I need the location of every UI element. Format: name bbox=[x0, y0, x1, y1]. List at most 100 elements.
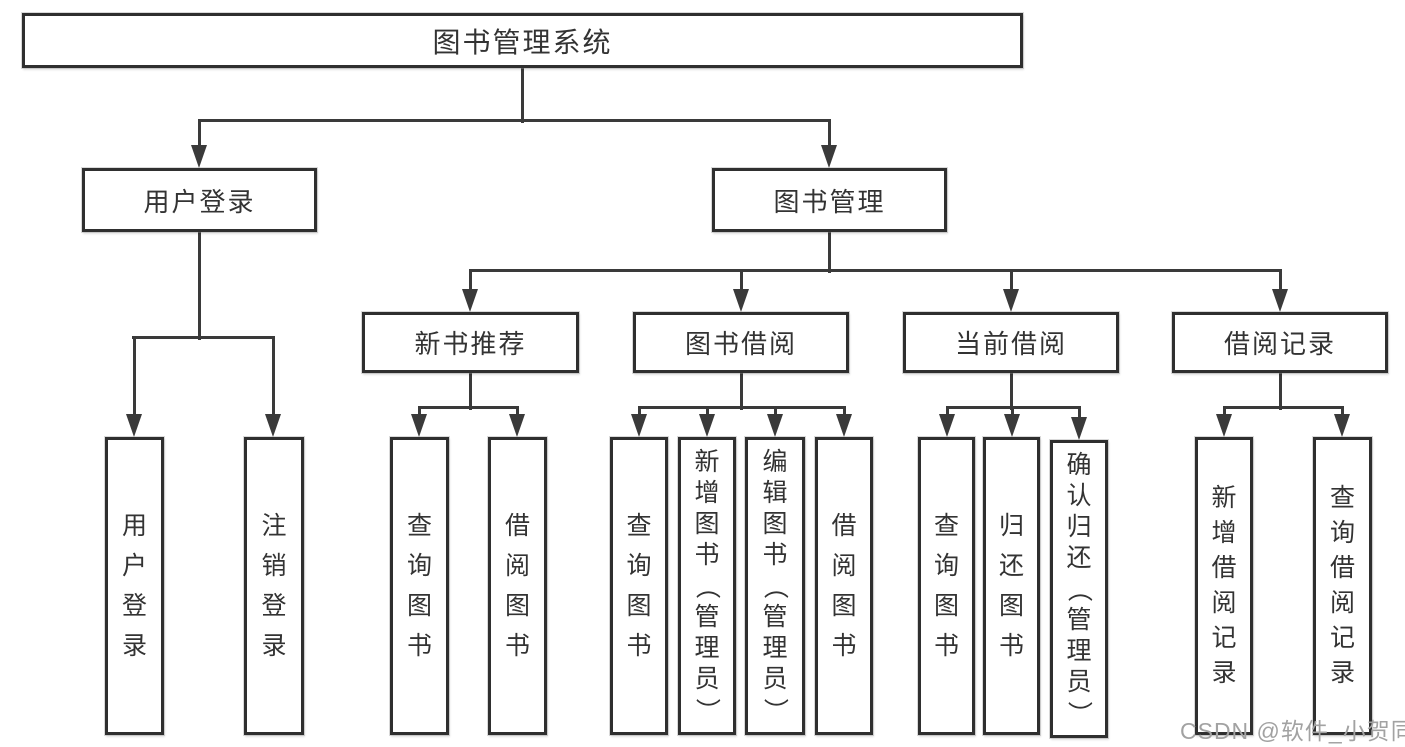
vertical-char: 询 bbox=[1329, 519, 1355, 547]
connector-hline bbox=[637, 405, 846, 409]
node-label: 当前借阅 bbox=[954, 329, 1067, 359]
leaf-query-book-current: 查询图书 bbox=[918, 437, 975, 735]
vertical-char: 查 bbox=[626, 512, 652, 540]
vertical-char: 记 bbox=[1211, 624, 1237, 652]
vertical-char: 借 bbox=[831, 512, 857, 540]
connector-arrow-stem bbox=[1010, 407, 1014, 417]
vertical-char: 查 bbox=[406, 512, 432, 540]
arrow-down-icon bbox=[411, 414, 427, 437]
vertical-char: 阅 bbox=[1329, 589, 1355, 617]
vertical-char: 还 bbox=[1066, 543, 1092, 572]
connector-arrow-stem bbox=[637, 407, 641, 417]
connector-arrow-stem bbox=[132, 337, 136, 417]
connector-arrow-stem bbox=[705, 407, 709, 417]
arrow-down-icon bbox=[126, 414, 142, 437]
arrow-down-icon bbox=[767, 414, 783, 437]
vertical-char: 归 bbox=[1066, 512, 1092, 541]
connector-hline bbox=[1222, 405, 1344, 409]
leaf-return-book: 归还图书 bbox=[983, 437, 1040, 735]
vertical-char: 户 bbox=[121, 552, 147, 580]
vertical-char: 销 bbox=[261, 552, 287, 580]
connector-arrow-stem bbox=[773, 407, 777, 417]
arrow-down-icon bbox=[191, 145, 207, 168]
arrow-down-icon bbox=[821, 145, 837, 168]
vertical-char: 图 bbox=[406, 592, 432, 620]
node-label: 查询图书 bbox=[934, 440, 959, 732]
vertical-char: 记 bbox=[1329, 624, 1355, 652]
leaf-borrow-book-recommend: 借阅图书 bbox=[488, 437, 547, 735]
connector-arrow-stem bbox=[945, 407, 949, 417]
connector-arrow-stem bbox=[739, 270, 743, 292]
vertical-char: 借 bbox=[1329, 554, 1355, 582]
arrow-down-icon bbox=[1272, 289, 1288, 312]
vertical-char: 员 bbox=[762, 664, 788, 693]
vertical-char: 录 bbox=[1211, 659, 1237, 687]
node-current-borrow: 当前借阅 bbox=[903, 312, 1119, 373]
vertical-char: （ bbox=[693, 573, 722, 599]
vertical-char: 借 bbox=[504, 512, 530, 540]
vertical-char: 归 bbox=[998, 512, 1024, 540]
vertical-char: 书 bbox=[831, 632, 857, 660]
node-label: 新增图书（管理员） bbox=[693, 440, 722, 732]
connector-arrow-stem bbox=[827, 120, 831, 148]
node-label: 查询图书 bbox=[407, 440, 432, 732]
vertical-char: ） bbox=[1065, 700, 1094, 726]
node-user-login: 用户登录 bbox=[82, 168, 317, 232]
vertical-char: 图 bbox=[998, 592, 1024, 620]
connector-vline bbox=[1278, 373, 1282, 410]
node-label: 图书管理系统 bbox=[432, 26, 613, 58]
connector-arrow-stem bbox=[417, 407, 421, 417]
vertical-char: 确 bbox=[1066, 450, 1092, 479]
connector-vline bbox=[827, 232, 831, 273]
arrow-down-icon bbox=[265, 414, 281, 437]
arrow-down-icon bbox=[939, 414, 955, 437]
vertical-char: 询 bbox=[933, 552, 959, 580]
connector-arrow-stem bbox=[1077, 407, 1081, 420]
node-label: 用户登录 bbox=[143, 186, 256, 217]
leaf-add-borrow-record: 新增借阅记录 bbox=[1195, 437, 1253, 735]
node-book-borrow: 图书借阅 bbox=[633, 312, 849, 373]
arrow-down-icon bbox=[836, 414, 852, 437]
arrow-down-icon bbox=[1071, 417, 1087, 440]
vertical-char: 录 bbox=[121, 632, 147, 660]
connector-vline bbox=[197, 232, 201, 340]
vertical-char: 图 bbox=[626, 592, 652, 620]
vertical-char: 书 bbox=[406, 632, 432, 660]
csdn-watermark: CSDN @软件_小贺同学 bbox=[1180, 718, 1405, 744]
leaf-edit-book-admin: 编辑图书（管理员） bbox=[745, 437, 805, 735]
connector-vline bbox=[468, 373, 472, 410]
vertical-char: 询 bbox=[626, 552, 652, 580]
vertical-char: 还 bbox=[998, 552, 1024, 580]
vertical-char: 图 bbox=[504, 592, 530, 620]
arrow-down-icon bbox=[1004, 414, 1020, 437]
connector-hline bbox=[468, 268, 1282, 272]
vertical-char: （ bbox=[1065, 576, 1094, 602]
vertical-char: 借 bbox=[1211, 554, 1237, 582]
vertical-char: 理 bbox=[1066, 636, 1092, 665]
node-label: 归还图书 bbox=[999, 440, 1024, 732]
arrow-down-icon bbox=[1003, 289, 1019, 312]
vertical-char: 阅 bbox=[504, 552, 530, 580]
vertical-char: 理 bbox=[694, 633, 720, 662]
vertical-char: 认 bbox=[1066, 481, 1092, 510]
node-label: 借阅图书 bbox=[831, 440, 856, 732]
vertical-char: 辑 bbox=[762, 478, 788, 507]
vertical-char: ） bbox=[693, 697, 722, 723]
arrow-down-icon bbox=[462, 289, 478, 312]
arrow-down-icon bbox=[1334, 414, 1350, 437]
leaf-add-book-admin: 新增图书（管理员） bbox=[678, 437, 736, 735]
vertical-char: 新 bbox=[694, 447, 720, 476]
node-label: 图书借阅 bbox=[684, 329, 797, 359]
arrow-down-icon bbox=[733, 289, 749, 312]
vertical-char: 图 bbox=[694, 509, 720, 538]
vertical-char: 理 bbox=[762, 633, 788, 662]
leaf-confirm-return-admin: 确认归还（管理员） bbox=[1050, 440, 1108, 738]
node-label: 用户登录 bbox=[122, 440, 147, 732]
connector-vline bbox=[739, 373, 743, 410]
connector-arrow-stem bbox=[197, 120, 201, 148]
connector-hline bbox=[417, 405, 519, 409]
arrow-down-icon bbox=[699, 414, 715, 437]
vertical-char: 注 bbox=[261, 512, 287, 540]
node-label: 确认归还（管理员） bbox=[1065, 443, 1094, 735]
